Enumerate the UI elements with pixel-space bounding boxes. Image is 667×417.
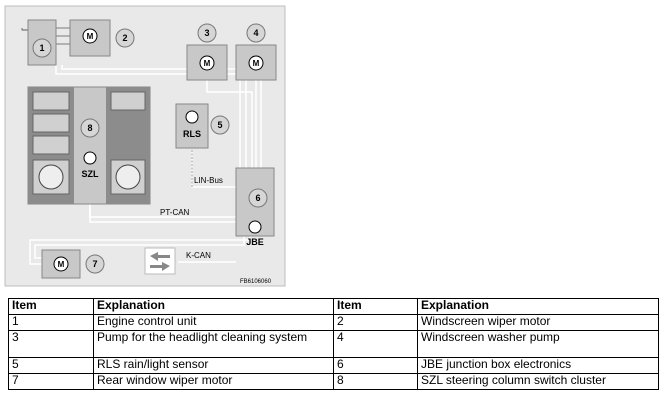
washer-pump-motor-icon: [248, 55, 264, 71]
callout-badge-6: [248, 188, 268, 208]
item-explanation: Windscreen wiper motor: [417, 314, 659, 331]
jbe-transistor-icon: [248, 220, 262, 234]
szl-transistor-icon: [83, 151, 97, 165]
arrows-icon: [150, 252, 170, 271]
lin-bus-label: LIN-Bus: [194, 176, 223, 185]
item-number: 7: [8, 373, 94, 390]
rls-transistor-icon: [185, 110, 199, 124]
callout-badge-4: [246, 23, 266, 43]
callout-7: 7: [92, 259, 97, 269]
switch-icon: [32, 113, 70, 133]
item-number: 6: [333, 357, 418, 374]
item-number: 5: [8, 357, 94, 374]
wiring-diagram: M M M RLS SZL JBE M LIN-Bus PT-CAN K-CAN…: [4, 5, 286, 287]
wiper-motor-icon: [82, 28, 98, 44]
wiring-dark: [21, 27, 193, 187]
item-explanation: RLS rain/light sensor: [93, 357, 334, 374]
lever-dial-icon: [115, 164, 141, 190]
callouts: 1 2 3 4 5 6 7 8: [32, 23, 268, 274]
wiring: [29, 65, 262, 265]
callout-6: 6: [255, 193, 260, 203]
callout-badge-3: [197, 23, 217, 43]
light-switch-icon: [32, 91, 70, 111]
switch-icon: [32, 135, 70, 155]
item-explanation: Windscreen washer pump: [417, 330, 659, 358]
table-header-row: Item Explanation Item Explanation: [8, 298, 659, 315]
legend-table: Item Explanation Item Explanation 1 Engi…: [8, 298, 659, 390]
svg-text:M: M: [87, 32, 94, 41]
callout-1: 1: [39, 43, 44, 53]
table-row: 3 Pump for the headlight cleaning system…: [8, 330, 659, 358]
header-explanation: Explanation: [417, 298, 659, 315]
callout-badge-7: [85, 254, 105, 274]
table-row: 5 RLS rain/light sensor 6 JBE junction b…: [8, 357, 659, 374]
callout-2: 2: [122, 33, 127, 43]
rear-wiper-motor-icon: [53, 256, 69, 272]
switch-icon: [110, 91, 146, 111]
header-item: Item: [8, 298, 94, 315]
item-explanation: SZL steering column switch cluster: [417, 373, 659, 390]
callout-5: 5: [217, 120, 222, 130]
callout-badge-2: [115, 28, 135, 48]
rls-label: RLS: [183, 129, 201, 139]
svg-text:M: M: [58, 260, 65, 269]
szl-label: SZL: [82, 169, 100, 179]
callout-badge-1: [32, 38, 52, 58]
svg-text:M: M: [253, 59, 260, 68]
header-explanation: Explanation: [93, 298, 334, 315]
table-row: 1 Engine control unit 2 Windscreen wiper…: [8, 314, 659, 331]
item-explanation: Pump for the headlight cleaning system: [93, 330, 334, 358]
callout-8: 8: [87, 123, 92, 133]
k-can-label: K-CAN: [186, 251, 211, 260]
item-explanation: Engine control unit: [93, 314, 334, 331]
item-number: 3: [8, 330, 94, 358]
item-number: 8: [333, 373, 418, 390]
callout-4: 4: [253, 28, 258, 38]
engine-control-unit-box: [27, 19, 57, 66]
item-explanation: JBE junction box electronics: [417, 357, 659, 374]
pt-can-label: PT-CAN: [160, 208, 190, 217]
figure-code: FB6106060: [240, 279, 272, 285]
lever-dial-icon: [38, 164, 64, 190]
jbe-label: JBE: [246, 237, 264, 247]
item-number: 4: [333, 330, 418, 358]
item-explanation: Rear window wiper motor: [93, 373, 334, 390]
callout-badge-8: [80, 118, 100, 138]
callout-badge-5: [210, 115, 230, 135]
item-number: 1: [8, 314, 94, 331]
k-can-symbol: [144, 247, 176, 275]
headlight-pump-motor-icon: [199, 55, 215, 71]
item-number: 2: [333, 314, 418, 331]
svg-text:M: M: [204, 59, 211, 68]
table-row: 7 Rear window wiper motor 8 SZL steering…: [8, 373, 659, 390]
header-item: Item: [333, 298, 418, 315]
callout-3: 3: [204, 28, 209, 38]
